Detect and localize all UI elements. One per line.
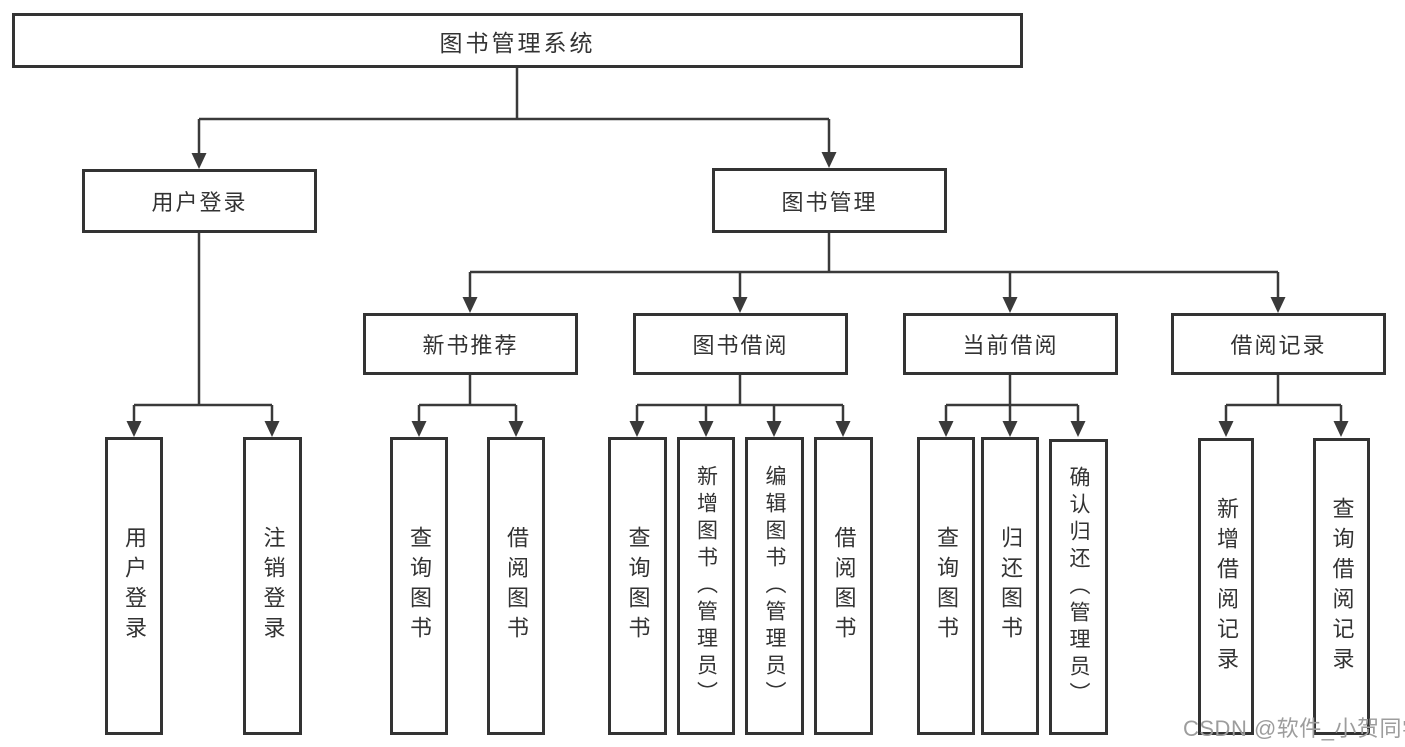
node-label: 查询图书 (625, 526, 651, 646)
node-label: 确认归还（管理员） (1067, 465, 1090, 709)
node-label: 当前借阅 (962, 333, 1059, 358)
leaf-borrow-books: 借阅图书 (814, 437, 873, 735)
node-label: 借阅图书 (831, 526, 857, 646)
leaf-query-borrow-record: 查询借阅记录 (1313, 438, 1370, 735)
node-label: 图书管理 (781, 189, 878, 215)
leaf-user-login: 用户登录 (105, 437, 163, 735)
leaf-query-books: 查询图书 (390, 437, 448, 735)
node-label: 用户登录 (122, 526, 147, 646)
node-label: 用户登录 (151, 190, 248, 215)
node-label: 借阅图书 (504, 526, 529, 646)
node-label: 编辑图书（管理员） (763, 464, 786, 708)
node-label: 新书推荐 (422, 333, 519, 358)
leaf-confirm-return-admin: 确认归还（管理员） (1049, 439, 1108, 735)
node-current-borrow: 当前借阅 (903, 313, 1118, 375)
leaf-query-books: 查询图书 (608, 437, 667, 735)
node-label: 借阅记录 (1230, 333, 1327, 358)
leaf-add-book-admin: 新增图书（管理员） (677, 437, 735, 735)
node-label: 查询图书 (934, 526, 959, 646)
node-book-management: 图书管理 (712, 168, 947, 233)
node-user-login: 用户登录 (82, 169, 317, 233)
node-label: 图书管理系统 (439, 29, 596, 56)
leaf-add-borrow-record: 新增借阅记录 (1198, 438, 1254, 735)
node-label: 查询图书 (407, 526, 432, 646)
node-borrow-records: 借阅记录 (1171, 313, 1386, 375)
node-label: 新增借阅记录 (1214, 496, 1239, 677)
node-label: 归还图书 (998, 526, 1023, 646)
csdn-watermark: CSDN @软件_小贺同学 (1183, 716, 1405, 741)
node-book-borrow: 图书借阅 (633, 313, 848, 375)
leaf-borrow-books: 借阅图书 (487, 437, 545, 735)
node-label: 新增图书（管理员） (694, 464, 718, 708)
leaf-return-book: 归还图书 (981, 437, 1039, 735)
node-library-management-system: 图书管理系统 (12, 13, 1023, 68)
node-label: 查询借阅记录 (1329, 496, 1355, 677)
leaf-edit-book-admin: 编辑图书（管理员） (745, 437, 804, 735)
node-new-book-recommend: 新书推荐 (363, 313, 578, 375)
leaf-logout: 注销登录 (243, 437, 302, 735)
node-label: 注销登录 (260, 526, 286, 646)
node-label: 图书借阅 (692, 333, 789, 358)
leaf-query-books: 查询图书 (917, 437, 975, 735)
